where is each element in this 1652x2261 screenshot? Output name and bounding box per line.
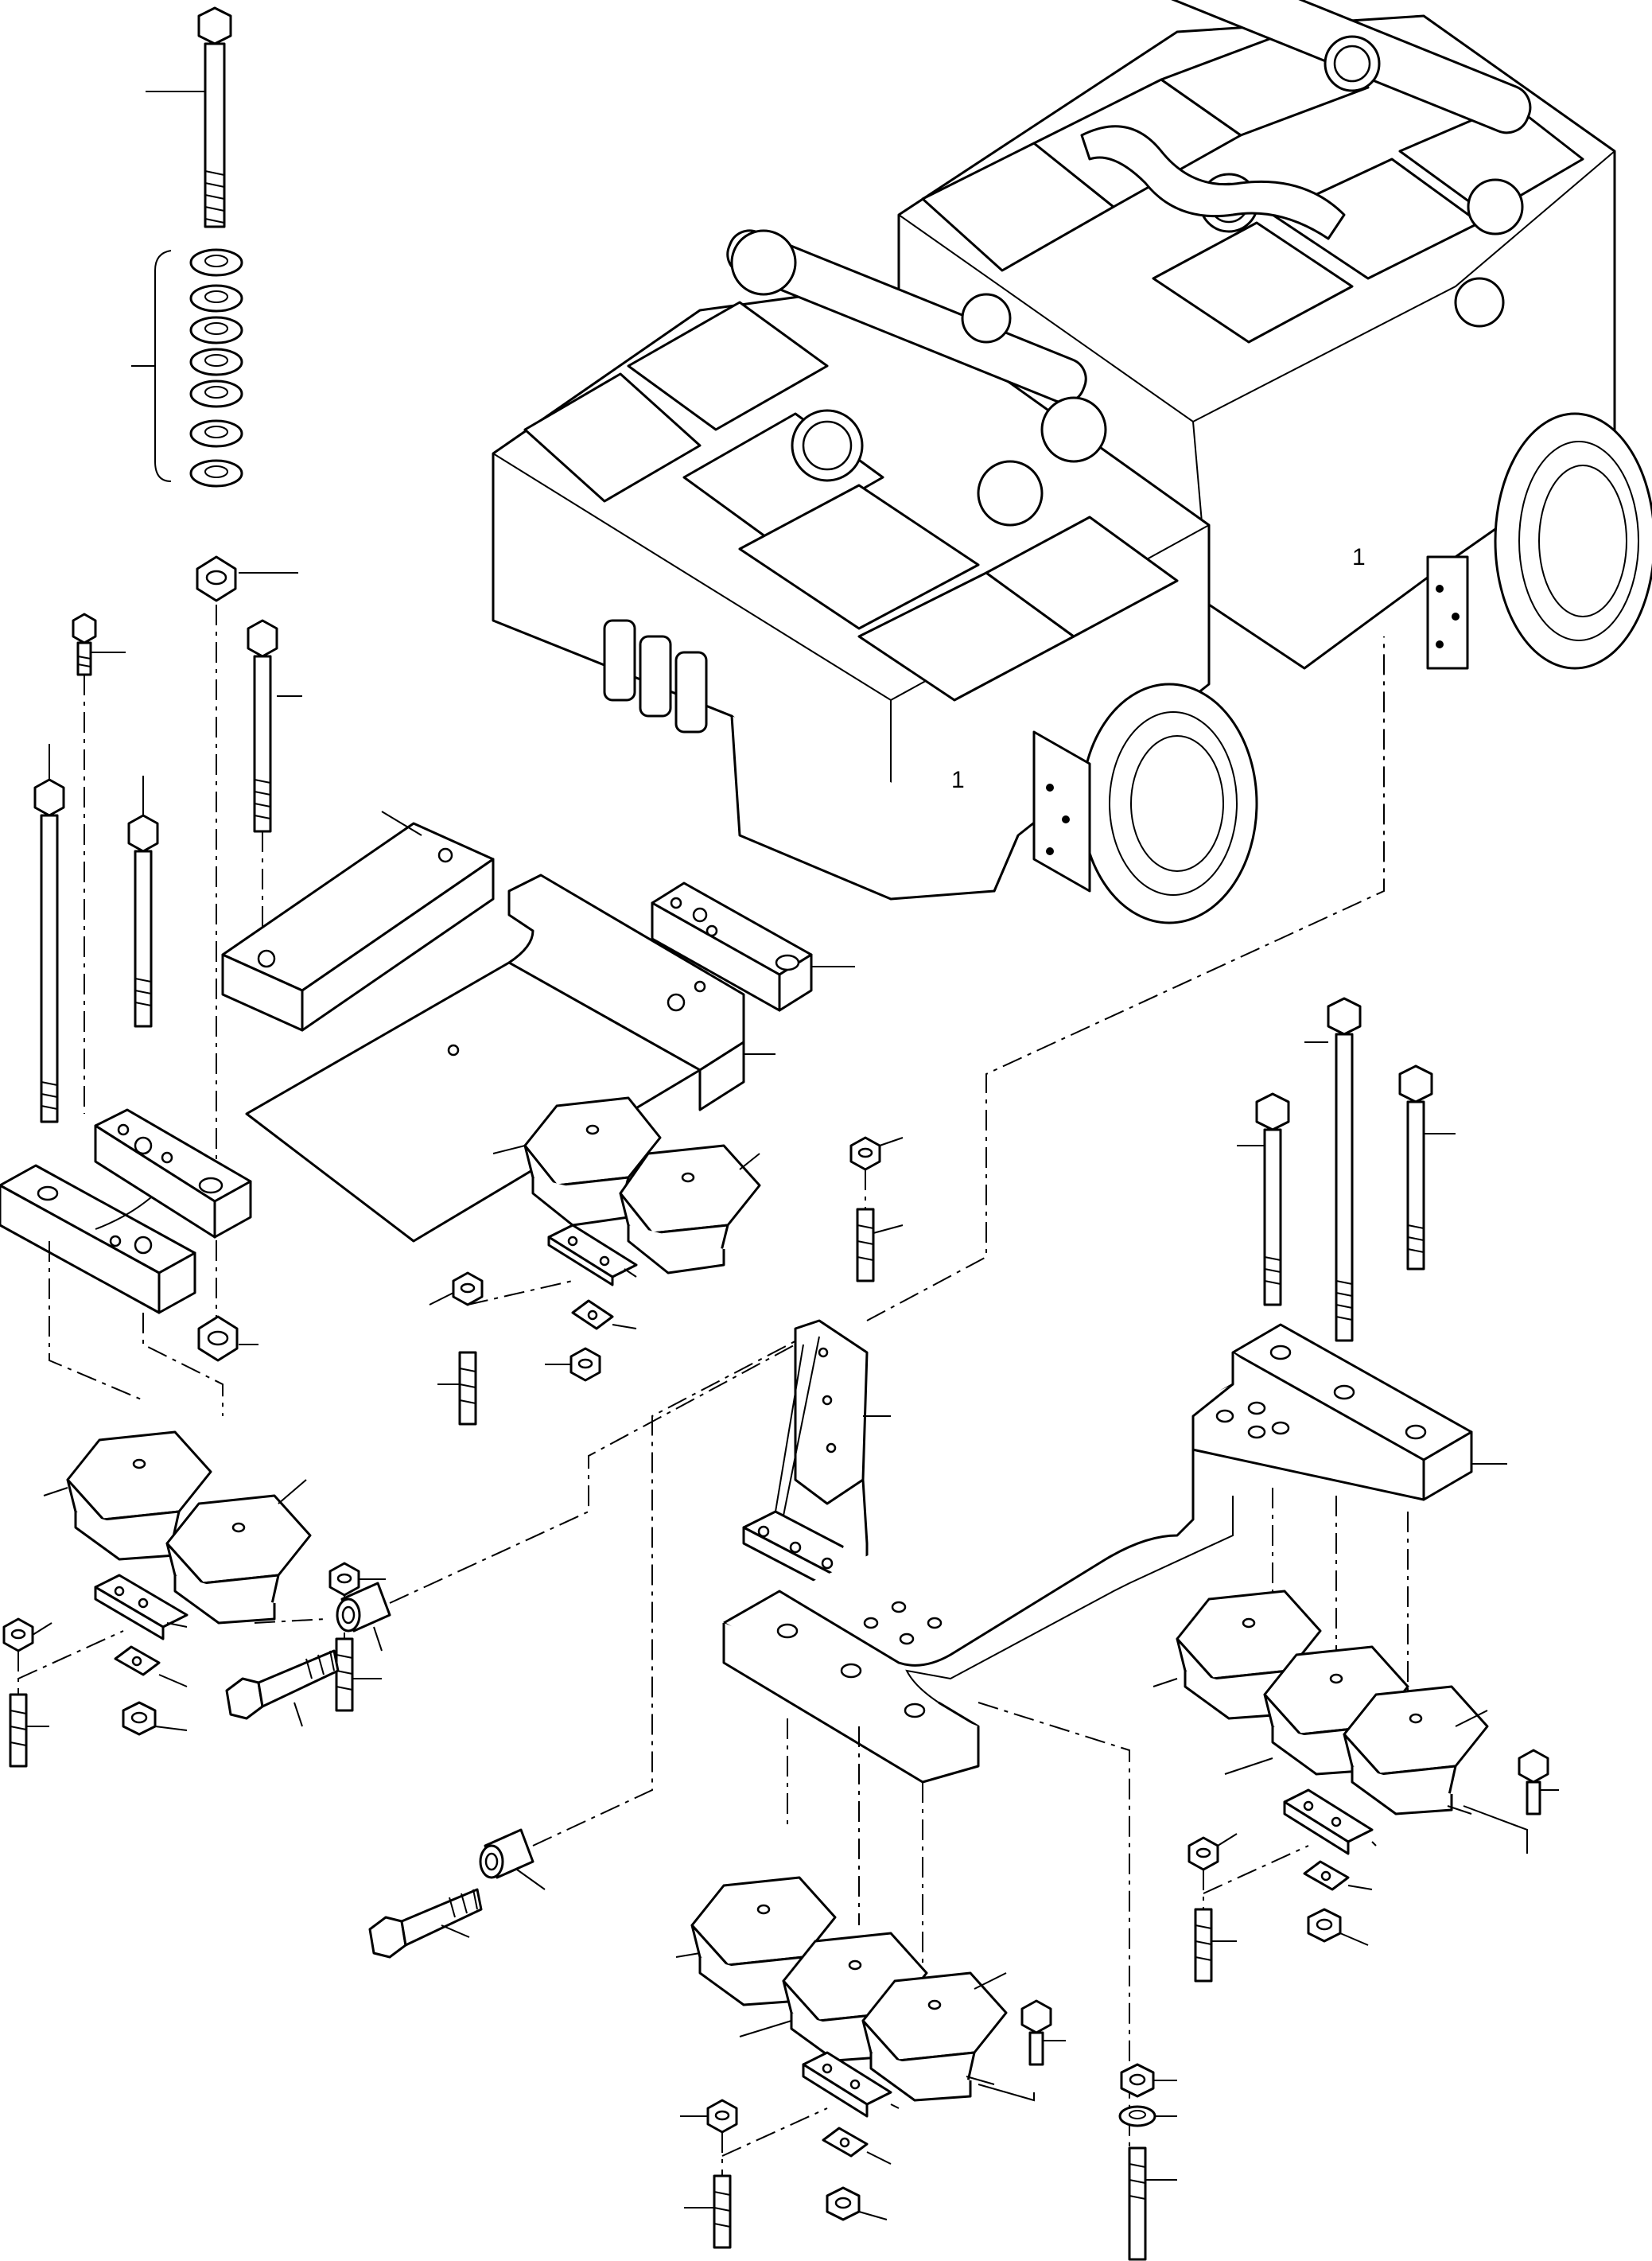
top-right-plate	[651, 881, 855, 1012]
rubber-mount-h	[675, 1876, 837, 2006]
shim-plate-right	[1283, 1788, 1377, 1855]
nut-lower-center-a	[826, 2186, 888, 2221]
small-bolt-lower-center	[1020, 1999, 1066, 2066]
shim-plate-lower-left	[94, 1574, 189, 1640]
small-bolt-left	[72, 613, 126, 676]
small-bolt-right	[1518, 1749, 1559, 1815]
engine-callout-left: 1	[951, 767, 965, 793]
spacer-block-upper	[221, 811, 495, 1032]
nut-lower-left-a	[122, 1701, 188, 1736]
engine-block-front: 1 1	[492, 229, 1366, 924]
bracket-to-engine	[866, 636, 1385, 1321]
rubber-mount-c	[43, 1430, 212, 1561]
left-bracket-block	[0, 1164, 196, 1314]
nut-lower-mid	[545, 1347, 601, 1382]
spacer-sleeve-2	[479, 1828, 546, 1890]
corner-bracket	[742, 1319, 891, 1593]
right-main-frame	[722, 1323, 1507, 1784]
bolt-lower-left-b	[335, 1637, 382, 1712]
nut-right-top	[849, 1136, 904, 1171]
engine-assembly: 1 1	[492, 0, 1652, 924]
rubber-mount-d	[165, 1479, 312, 1625]
left-lower-nut	[197, 1315, 258, 1362]
square-washer-lower-center	[822, 2127, 892, 2165]
horizontal-bolt-1	[225, 1649, 340, 1727]
spacer-sleeve-1	[336, 1582, 391, 1652]
left-top-nut	[196, 555, 298, 602]
nut-lower-left-c	[328, 1562, 386, 1597]
bolt-lower-center-a	[684, 2174, 732, 2249]
mount-centerline-upper	[467, 1280, 573, 1306]
engine-callout-right: 1	[1352, 544, 1366, 570]
washer-stack	[131, 248, 243, 488]
washer-lower-right	[1118, 2105, 1177, 2127]
medium-bolt-1	[247, 619, 302, 833]
square-washer-right	[1303, 1860, 1373, 1891]
bolt-upper-mid	[437, 1351, 477, 1426]
rubber-mount-g	[1343, 1685, 1489, 1815]
long-bolt-left	[33, 744, 65, 1123]
shim-plate-upper	[547, 1224, 638, 1286]
right-top-bolts	[1237, 997, 1456, 1342]
square-washer-lower-left	[114, 1645, 188, 1687]
nut-right-a	[1307, 1908, 1369, 1946]
long-bolt-lower-right	[1128, 2146, 1177, 2261]
bolt-right-a	[1194, 1908, 1237, 1983]
rubber-mount-a	[492, 1096, 662, 1227]
rubber-mount-j	[861, 1971, 1008, 2102]
left-main-frame	[245, 874, 775, 1243]
nut-upper-mid	[429, 1271, 484, 1306]
medium-bolt-2	[127, 776, 159, 1028]
shim-plate-lower-center	[802, 2051, 900, 2118]
rubber-mount-b	[619, 1144, 761, 1274]
horizontal-bolt-2	[368, 1888, 483, 1959]
nut-lower-left-b	[2, 1617, 52, 1652]
sleeve-line-2	[532, 1328, 820, 1847]
nut-lower-right	[1120, 2063, 1177, 2098]
bolt-right-top	[856, 1208, 904, 1282]
bolt-lower-left-a	[9, 1693, 49, 1768]
square-washer-upper	[571, 1299, 637, 1330]
left-rear-plate	[94, 1108, 252, 1239]
nut-lower-center-b	[680, 2099, 738, 2134]
nut-right-b	[1187, 1833, 1238, 1871]
sleeve-line-1	[389, 1344, 796, 1604]
left-long-bolt	[146, 6, 232, 228]
